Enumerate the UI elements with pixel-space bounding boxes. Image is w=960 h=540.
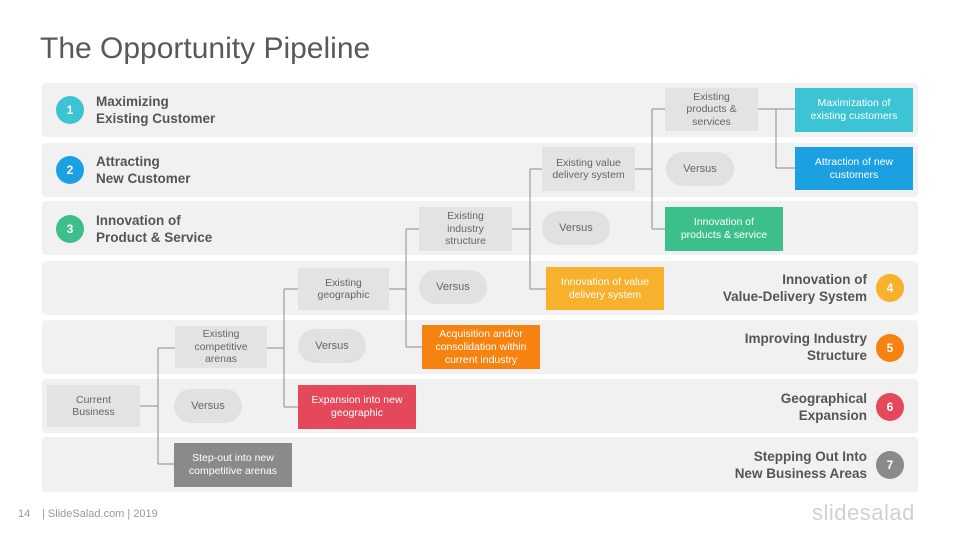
row-label-2-line2: New Customer xyxy=(96,171,191,186)
brand-logo: slidesalad xyxy=(812,500,915,525)
row-label-1-line1: Maximizing xyxy=(96,94,169,109)
row-label-5-line2: Structure xyxy=(806,348,867,363)
row-number-7: 7 xyxy=(876,451,904,479)
row-label-1-line2: Existing Customer xyxy=(96,111,216,126)
row-label-7: Stepping Out Into New Business Areas xyxy=(735,448,867,482)
outcome-expansion: Expansion into new geographic xyxy=(298,385,416,429)
footer-text: | SlideSalad.com | 2019 xyxy=(42,508,158,520)
node-existing-delivery: Existing value delivery system xyxy=(542,147,635,191)
outcome-innovation-delivery: Innovation of value delivery system xyxy=(546,267,664,310)
node-current-business: Current Business xyxy=(47,385,140,427)
row-label-3: Innovation of Product & Service xyxy=(96,212,212,246)
versus-pill-4: Versus xyxy=(542,211,610,245)
row-number-3: 3 xyxy=(56,215,84,243)
row-label-4-line1: Innovation of xyxy=(782,272,867,287)
row-number-1: 1 xyxy=(56,96,84,124)
versus-pill-2: Versus xyxy=(298,329,366,363)
outcome-attraction: Attraction of new customers xyxy=(795,147,913,190)
outcome-innovation-product: Innovation of products & service xyxy=(665,207,783,251)
row-number-4: 4 xyxy=(876,274,904,302)
versus-pill-3: Versus xyxy=(419,270,487,304)
row-label-3-line1: Innovation of xyxy=(96,213,181,228)
row-number-5: 5 xyxy=(876,334,904,362)
row-label-4: Innovation of Value-Delivery System xyxy=(723,271,867,305)
row-label-6: Geographical Expansion xyxy=(781,390,867,424)
row-label-6-line1: Geographical xyxy=(780,391,867,406)
node-existing-geographic: Existing geographic xyxy=(298,268,389,310)
node-existing-arenas: Existing competitive arenas xyxy=(175,326,267,368)
row-label-2-line1: Attracting xyxy=(96,154,160,169)
row-label-5: Improving Industry Structure xyxy=(745,330,867,364)
node-existing-products: Existing products & services xyxy=(665,88,758,131)
versus-pill-1: Versus xyxy=(174,389,242,423)
versus-pill-5: Versus xyxy=(666,152,734,186)
row-label-5-line1: Improving Industry xyxy=(744,331,867,346)
row-label-6-line2: Expansion xyxy=(798,408,867,423)
row-label-2: Attracting New Customer xyxy=(96,153,191,187)
row-band-1 xyxy=(42,83,918,137)
row-label-4-line2: Value-Delivery System xyxy=(722,289,867,304)
row-label-1: Maximizing Existing Customer xyxy=(96,93,215,127)
row-label-7-line2: New Business Areas xyxy=(734,466,867,481)
page-number: 14 xyxy=(18,508,31,520)
outcome-maximization: Maximization of existing customers xyxy=(795,88,913,132)
outcome-stepout: Step-out into new competitive arenas xyxy=(174,443,292,487)
row-label-7-line1: Stepping Out Into xyxy=(753,449,867,464)
row-number-2: 2 xyxy=(56,156,84,184)
node-existing-industry: Existing industry structure xyxy=(419,207,512,251)
row-number-6: 6 xyxy=(876,393,904,421)
row-label-3-line2: Product & Service xyxy=(96,230,213,245)
outcome-acquisition: Acquisition and/or consolidation within … xyxy=(422,325,540,369)
row-band-2 xyxy=(42,143,918,197)
page-title: The Opportunity Pipeline xyxy=(40,32,371,65)
